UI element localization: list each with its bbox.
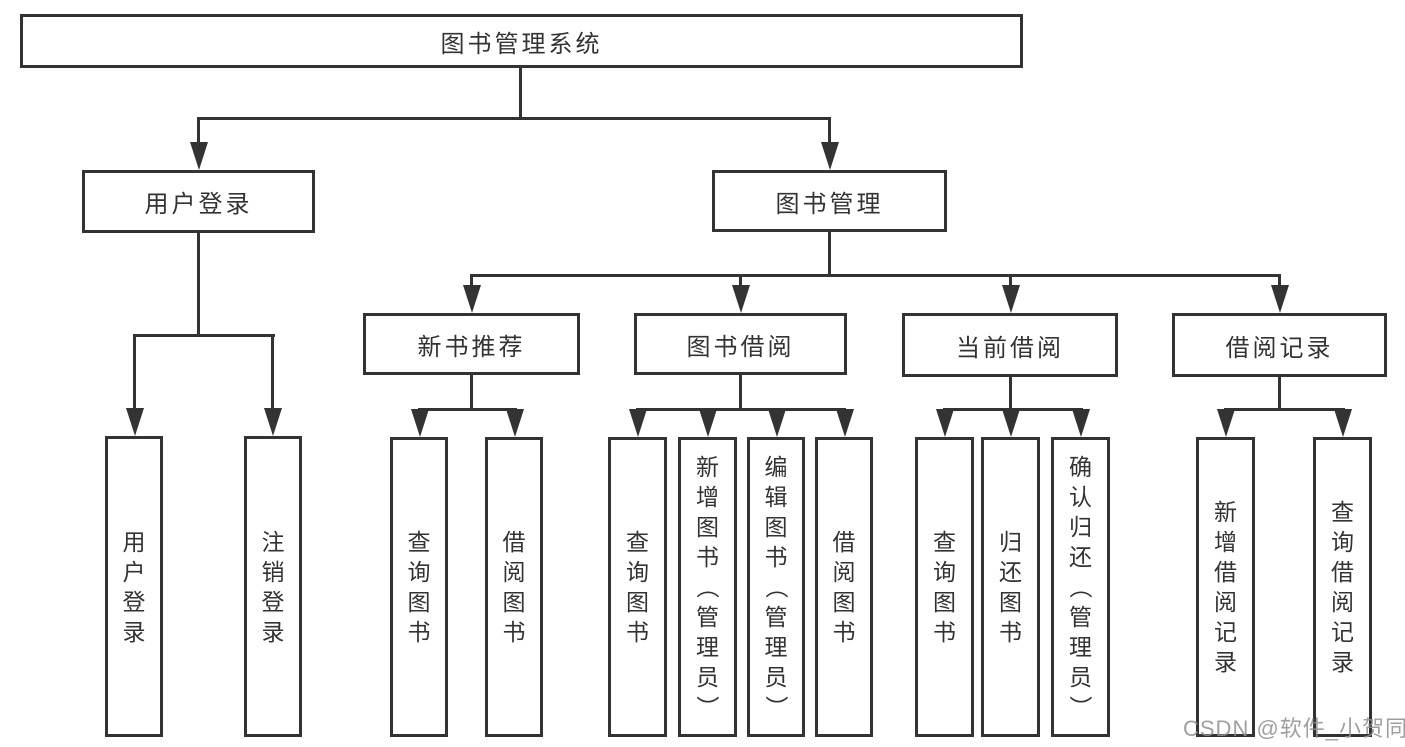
arrow-down-icon [821,142,839,170]
leaf-confirm-return-admin: 确认归还（管理员） [1051,437,1110,737]
node-borrow-records: 借阅记录 [1172,313,1387,377]
leaf-borrow-books-1: 借阅图书 [485,437,543,737]
connector-line [470,274,473,288]
leaf-logout: 注销登录 [244,436,302,737]
connector-line [1278,376,1281,410]
leaf-edit-books-admin: 编辑图书（管理员） [747,437,805,737]
node-book-borrow: 图书借阅 [634,313,847,375]
arrow-down-icon [1334,409,1352,437]
arrow-down-icon [836,409,854,437]
arrow-down-icon [768,409,786,437]
leaf-return-books: 归还图书 [981,437,1040,737]
connector-line [133,334,136,412]
arrow-down-icon [1002,285,1020,313]
leaf-user-login: 用户登录 [105,436,163,737]
leaf-query-books-3: 查询图书 [915,437,974,737]
arrow-down-icon [411,409,429,437]
connector-line [519,67,522,119]
node-root: 图书管理系统 [20,14,1023,68]
arrow-down-icon [1002,409,1020,437]
arrow-down-icon [264,408,282,436]
connector-line [739,274,742,288]
node-new-book-recommend: 新书推荐 [363,313,580,375]
connector-line [1224,408,1345,411]
connector-line [197,233,200,336]
leaf-query-books-1: 查询图书 [390,437,448,737]
leaf-query-borrow-record: 查询借阅记录 [1313,437,1372,737]
watermark-text: CSDN @软件_小贺同学 [1183,716,1405,741]
arrow-down-icon [1271,285,1289,313]
arrow-down-icon [936,409,954,437]
leaf-query-books-2: 查询图书 [608,437,667,737]
node-user-login: 用户登录 [82,170,315,233]
connector-line [828,232,831,276]
arrow-down-icon [732,285,750,313]
connector-line [197,117,200,147]
connector-line [197,117,831,120]
connector-line [1278,274,1281,288]
connector-line [739,373,742,410]
connector-line [470,373,473,410]
connector-line [133,334,275,337]
arrow-down-icon [126,408,144,436]
connector-line [828,117,831,147]
connector-line [1009,274,1012,288]
node-current-borrow: 当前借阅 [902,313,1118,377]
arrow-down-icon [1217,409,1235,437]
connector-line [1009,376,1012,410]
leaf-add-books-admin: 新增图书（管理员） [678,437,737,737]
arrow-down-icon [699,409,717,437]
arrow-down-icon [190,142,208,170]
arrow-down-icon [629,409,647,437]
arrow-down-icon [506,409,524,437]
arrow-down-icon [463,285,481,313]
node-book-management: 图书管理 [712,170,947,232]
connector-line [470,274,1281,277]
leaf-borrow-books-2: 借阅图书 [815,437,873,737]
leaf-add-borrow-record: 新增借阅记录 [1196,437,1255,737]
connector-line [418,408,517,411]
arrow-down-icon [1072,409,1090,437]
connector-line [271,334,274,412]
connector-line [636,408,846,411]
